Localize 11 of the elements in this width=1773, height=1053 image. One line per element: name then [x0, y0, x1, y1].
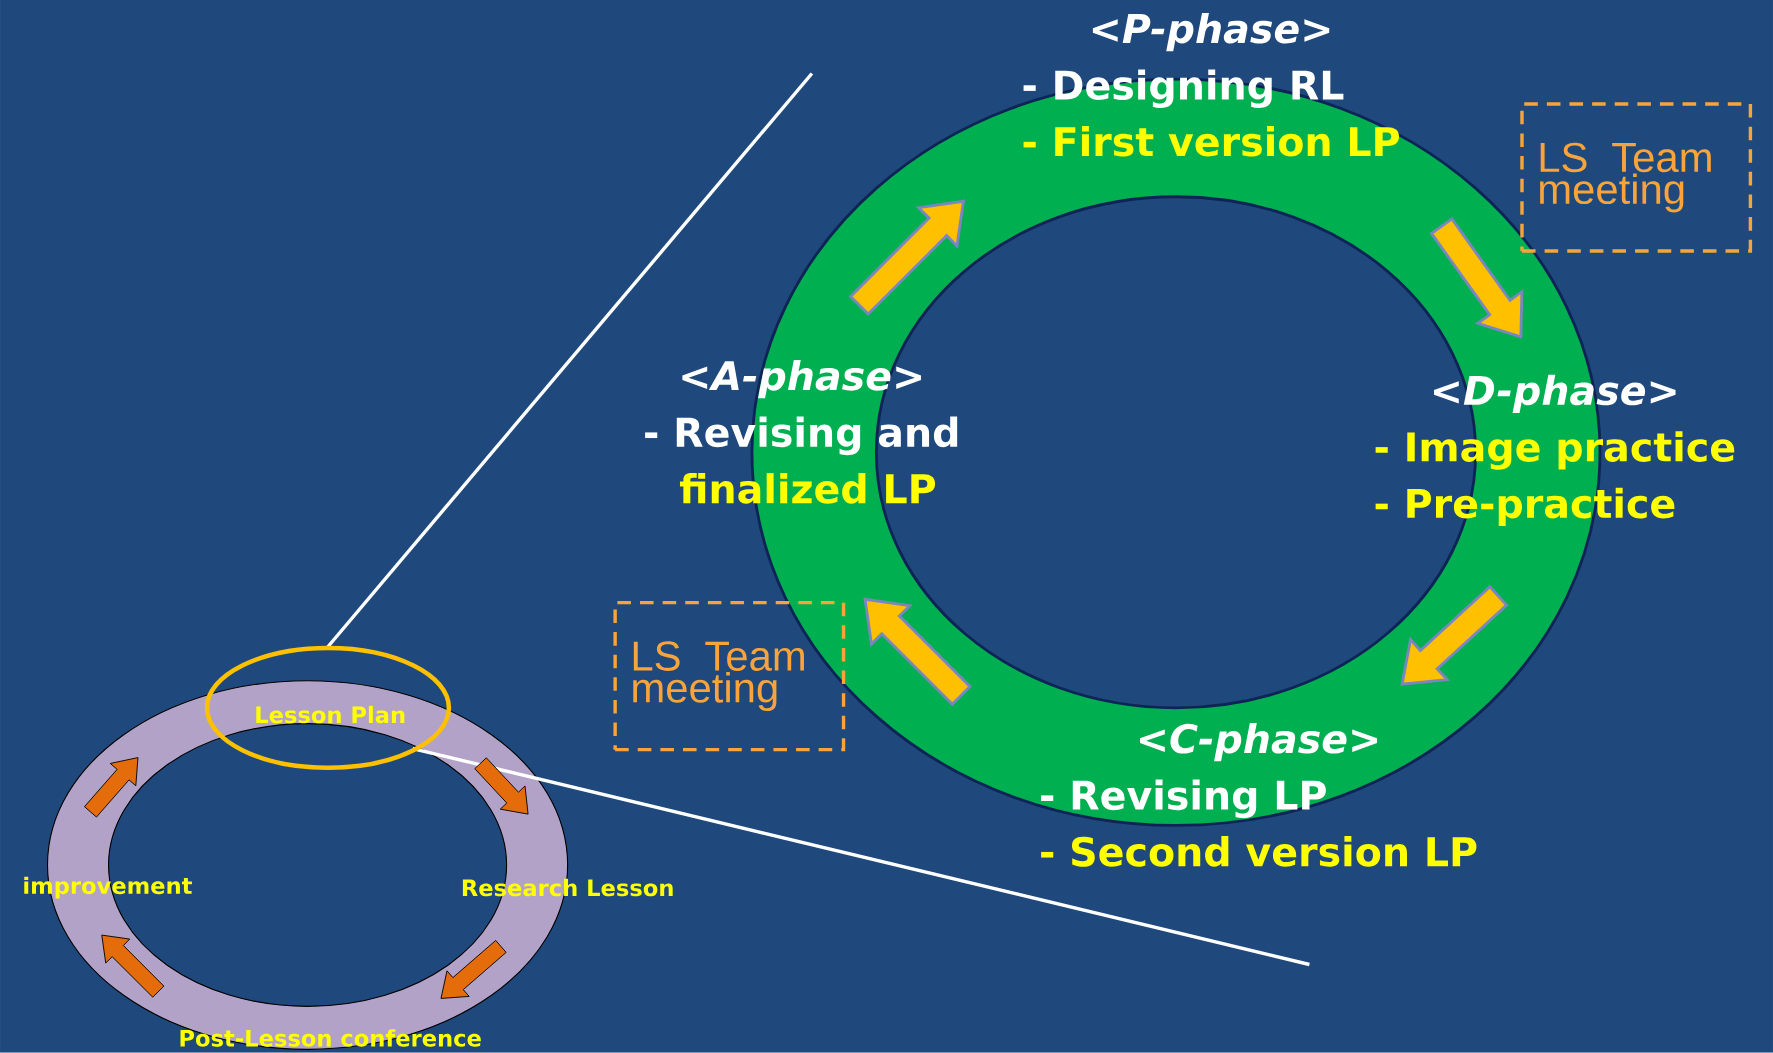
block-arrow	[474, 757, 529, 815]
block-arrow	[84, 757, 139, 818]
block-arrow	[101, 934, 165, 998]
meeting-box: LS Team meeting	[613, 601, 846, 752]
phase-text: <P-phase> - Designing RL - First version LP	[1023, 13, 1399, 157]
phase-text: <D-phase> - Image practice - Pre-practice	[1375, 374, 1735, 527]
meeting-box: LS Team meeting	[1520, 102, 1753, 253]
block-arrow	[440, 940, 507, 1000]
phase-text: <A-phase> - Revising and finalized LP	[645, 360, 958, 504]
phase-text: <C-phase> - Revising LP - Second version LP	[1041, 723, 1477, 867]
stage-label: Lesson Plan	[256, 706, 405, 724]
